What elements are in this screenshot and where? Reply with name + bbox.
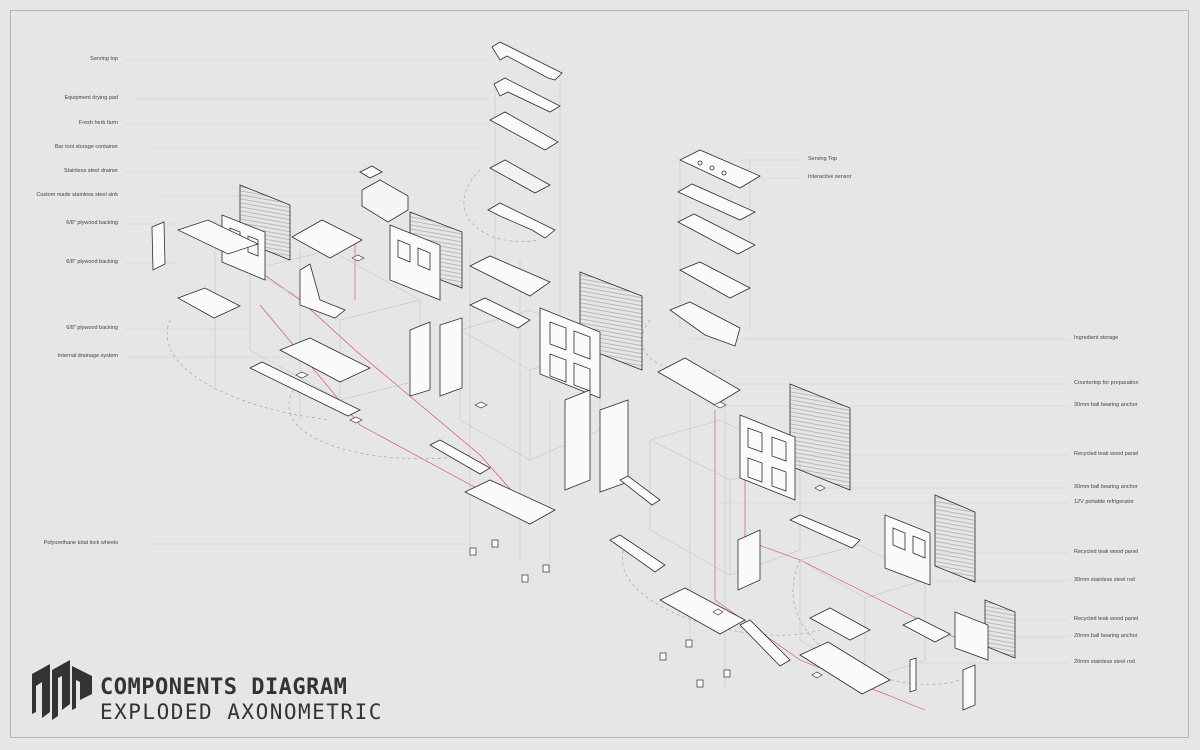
label-refrigerator: 12V portable refrigerator (1074, 499, 1134, 505)
slatted-panel-small (984, 599, 1016, 659)
frame-panel-large (539, 307, 601, 399)
slatted-panel-right (789, 383, 851, 491)
bracket-piece (469, 297, 531, 329)
anchors (295, 254, 826, 679)
base-plate-lower (799, 641, 891, 695)
serving-top-right (679, 149, 761, 189)
tall-board-lower (962, 664, 976, 711)
side-board-tall (409, 321, 431, 397)
herb-farm-tray (489, 111, 559, 151)
label-steel-rod-20: 20mm stainless steel rod (1074, 659, 1135, 665)
label-teak-panel-1: Recycled teak wood panel (1074, 451, 1139, 457)
serving-top-piece (491, 41, 563, 81)
plywood-panel-2 (177, 287, 241, 319)
drainer-piece (487, 202, 556, 239)
prep-countertop (657, 357, 741, 406)
rail-lower-center (609, 534, 666, 573)
label-teak-panel-2: Recycled teak wood panel (1074, 549, 1139, 555)
rail-low (429, 439, 491, 475)
label-teak-panel-3: Recycled teak wood panel (1074, 616, 1139, 622)
label-bar-tool-storage: Bar tool storage container (55, 144, 118, 150)
plywood-panel-1 (176, 219, 260, 255)
bottom-plate-left (464, 479, 556, 525)
label-countertop: Countertop for preparation (1074, 380, 1139, 386)
frame-panel-center (389, 224, 441, 301)
label-internal-drainage: Internal drainage system (57, 353, 118, 359)
top-board (291, 219, 363, 259)
label-wheels: Polyurethane total lock wheels (43, 540, 118, 546)
frame-panel-right (739, 414, 796, 501)
bar-tool-container (361, 179, 409, 223)
label-plywood-backing-1: 6/8" plywood backing (66, 220, 118, 226)
right-stack (657, 149, 1016, 711)
center-panels (539, 271, 666, 573)
storage-tray-right (677, 213, 756, 255)
label-ball-anchor-20: 20mm ball bearing anchor (1074, 633, 1138, 639)
label-stainless-sink: Custom made stainless steel sink (36, 192, 118, 198)
drawing-frame (10, 10, 1189, 738)
diagram-subtitle: EXPLODED AXONOMETRIC (100, 700, 383, 724)
left-cluster (151, 165, 556, 525)
wheels (469, 539, 731, 688)
label-plywood-backing-3: 6/8" plywood backing (66, 325, 118, 331)
label-steel-rod-30: 30mm stainless steel rod (1074, 577, 1135, 583)
top-board-small (902, 617, 951, 643)
sensor-frame (677, 183, 756, 221)
rod-lower (909, 657, 917, 693)
side-board-tall-2 (439, 317, 463, 397)
stainless-drainer-small (359, 165, 383, 179)
side-panel-center-1 (564, 389, 591, 491)
label-fresh-herb-farm: Fresh herb farm (78, 120, 118, 126)
shelf-lower-right (809, 607, 871, 641)
rail-right-long (739, 619, 791, 667)
wavy-rail-right (789, 514, 861, 549)
storage-container (489, 159, 551, 194)
rail-diag-center (619, 475, 661, 506)
label-serving-top: Serving top (90, 56, 118, 62)
drying-pad-piece (493, 77, 561, 113)
label-ball-anchor-1: 30mm ball bearing anchor (1074, 402, 1138, 408)
side-board-right (737, 529, 761, 591)
bottom-plate-right (659, 587, 746, 635)
base-board (249, 361, 361, 417)
label-plywood-backing-2: 6/8" plywood backing (66, 259, 118, 265)
storage-shelf-right (679, 261, 751, 299)
label-ingredient-storage: Ingredient storage (1074, 335, 1119, 341)
sink-piece (469, 255, 551, 297)
label-ball-anchor-2: 30mm ball bearing anchor (1074, 484, 1138, 490)
diagram-title: COMPONENTS DIAGRAM (100, 675, 348, 700)
wavy-rail-1 (299, 263, 346, 319)
side-panel-small (151, 221, 166, 271)
top-center-stack (469, 41, 563, 329)
slatted-panel-lower (934, 494, 976, 583)
label-interactive-sensor: Interactive sensor (808, 174, 852, 180)
internal-drain-tray (279, 337, 371, 383)
label-equipment-drying-pad: Equipment drying pad (64, 95, 118, 101)
frame-panel-small (954, 611, 989, 661)
label-stainless-drainer: Stainless steel drainer (63, 168, 118, 174)
logo-icon (32, 660, 92, 720)
wedge-piece (669, 301, 741, 347)
frame-panel-lower (884, 514, 931, 586)
label-serving-top-right: Serving Top (808, 156, 837, 162)
